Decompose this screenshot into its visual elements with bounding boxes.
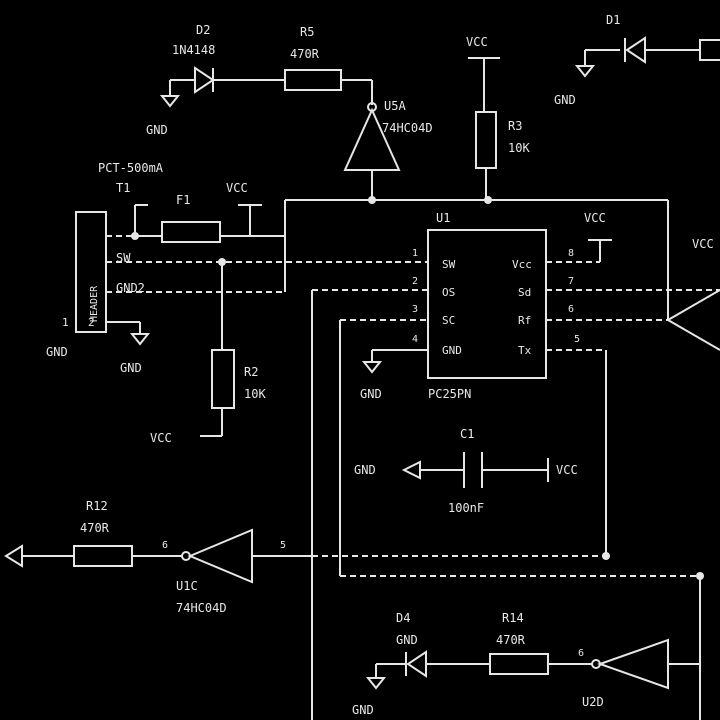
r3-label: R3: [508, 119, 522, 133]
t1-label: T1: [116, 181, 130, 195]
u1-pin-number-3: 3: [412, 304, 418, 315]
diode-d4: [365, 650, 490, 690]
pin-number-1: 1: [62, 316, 69, 329]
diode-d1: [574, 36, 720, 78]
u1c-part-label: 74HC04D: [176, 601, 227, 615]
header-jp1: [75, 204, 148, 333]
gnd-pin-label: GND: [120, 361, 142, 375]
u1-vcc-label: VCC: [584, 211, 606, 225]
r5-value-label: 470R: [290, 47, 320, 61]
r5-label: R5: [300, 25, 314, 39]
u1-pin-number-1: 1: [412, 248, 418, 259]
jp1-label: PCT-500mA: [98, 161, 164, 175]
resistor-r5: [284, 69, 373, 105]
u5a-part-label: 74HC04D: [382, 121, 433, 135]
r14-value-label: 470R: [496, 633, 526, 647]
vcc-r3-branch: [468, 57, 500, 200]
r12-label: R12: [86, 499, 108, 513]
u1-pin-number-7: 7: [568, 276, 574, 287]
f1-label: F1: [176, 193, 190, 207]
d2-part-label: 1N4148: [172, 43, 215, 57]
c1-vcc-label: VCC: [556, 463, 578, 477]
u1-gnd-label: GND: [360, 387, 382, 401]
vcc-top-label: VCC: [466, 35, 488, 49]
u1-label: U1: [436, 211, 450, 225]
resistor-r2: [200, 262, 235, 437]
ic-u1: [427, 229, 547, 379]
u1-pin-number-8: 8: [568, 248, 574, 259]
header-gnd-label: GND: [46, 345, 68, 359]
d4-gnd-label: GND: [352, 703, 374, 717]
diode-d2: [159, 66, 285, 108]
u1-pin-os: OS: [442, 286, 455, 299]
c1-label: C1: [460, 427, 474, 441]
junction-u5a: [368, 196, 376, 204]
pin-number-2: 2: [88, 316, 95, 329]
header-gnd: [106, 321, 151, 346]
resistor-r14: [489, 653, 592, 675]
u1c-pin-5: 5: [280, 540, 286, 551]
u1-pin-gnd: GND: [442, 344, 462, 357]
d1-gnd-label: GND: [554, 93, 576, 107]
u1-pin-sw: SW: [442, 258, 456, 271]
inverter-u5a: [343, 102, 401, 200]
u1-pin-number-5: 5: [574, 334, 580, 345]
u5a-label: U5A: [384, 99, 406, 113]
f1-vcc-label: VCC: [226, 181, 248, 195]
r2-label: R2: [244, 365, 258, 379]
u1-part-label: PC25PN: [428, 387, 471, 401]
inverter-u1c: [181, 528, 312, 584]
d1-label: D1: [606, 13, 620, 27]
r14-label: R14: [502, 611, 524, 625]
c1-value-label: 100nF: [448, 501, 484, 515]
inverter-u2d: [591, 638, 700, 690]
u1c-pin-6: 6: [162, 540, 168, 551]
r12-value-label: 470R: [80, 521, 110, 535]
u2d-pin-6: 6: [578, 648, 584, 659]
r3-value-label: 10K: [508, 141, 530, 155]
capacitor-c1: [401, 452, 549, 488]
junction-f1: [131, 232, 139, 240]
u1-pin-tx: Tx: [518, 344, 532, 357]
fuse-f1: [135, 204, 285, 243]
u1c-label: U1C: [176, 579, 198, 593]
u1-pin-number-4: 4: [412, 334, 418, 345]
d2-label: D2: [196, 23, 210, 37]
header-label: HEADER: [89, 285, 100, 322]
u1-pin-number-2: 2: [412, 276, 418, 287]
r2-value-label: 10K: [244, 387, 266, 401]
d4-label: D4: [396, 611, 410, 625]
u1-pin-vcc: Vcc: [512, 258, 532, 271]
junction-tx: [602, 552, 610, 560]
vcc-cut-label: VCC: [692, 237, 714, 251]
u1-pin-number-6: 6: [568, 304, 574, 315]
d4-part-label: GND: [396, 633, 418, 647]
u2d-label: U2D: [582, 695, 604, 709]
d2-gnd-label: GND: [146, 123, 168, 137]
c1-gnd-label: GND: [354, 463, 376, 477]
u1-pin-rf: Rf: [518, 314, 531, 327]
u1-pin-sd: Sd: [518, 286, 531, 299]
resistor-r12: [4, 544, 182, 568]
junction-r3: [484, 196, 492, 204]
u1-pin-sc: SC: [442, 314, 455, 327]
r2-vcc-label: VCC: [150, 431, 172, 445]
